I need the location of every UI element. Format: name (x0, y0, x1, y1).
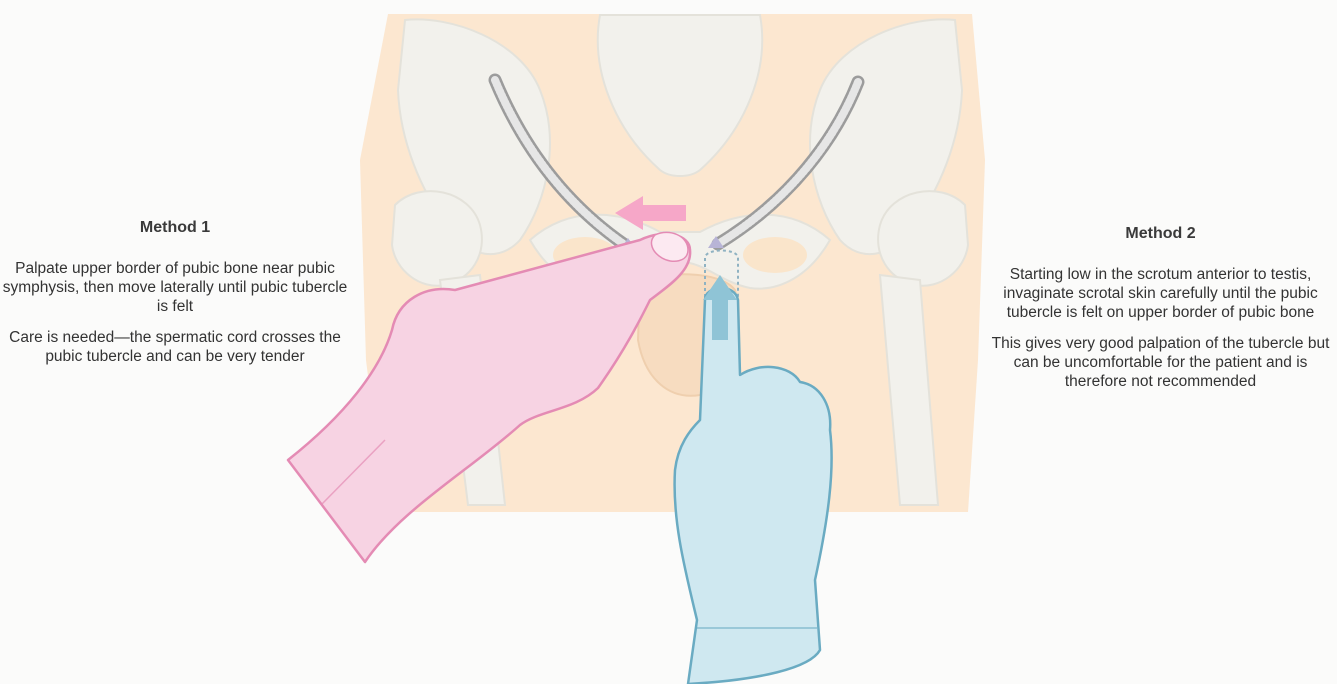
right-femur-head (878, 191, 968, 286)
method2-step: Starting low in the scrotum anterior to … (988, 265, 1333, 322)
method1-step: Palpate upper border of pubic bone near … (0, 259, 350, 316)
right-obturator-foramen (743, 237, 807, 273)
left-femur-head (392, 191, 482, 286)
method1-caution: Care is needed—the spermatic cord crosse… (0, 328, 350, 366)
method2-title: Method 2 (988, 224, 1333, 243)
method2-note: This gives very good palpation of the tu… (988, 334, 1333, 391)
method1-title: Method 1 (0, 218, 350, 237)
method2-text-block: Method 2 Starting low in the scrotum ant… (988, 224, 1333, 403)
method1-text-block: Method 1 Palpate upper border of pubic b… (0, 218, 350, 378)
